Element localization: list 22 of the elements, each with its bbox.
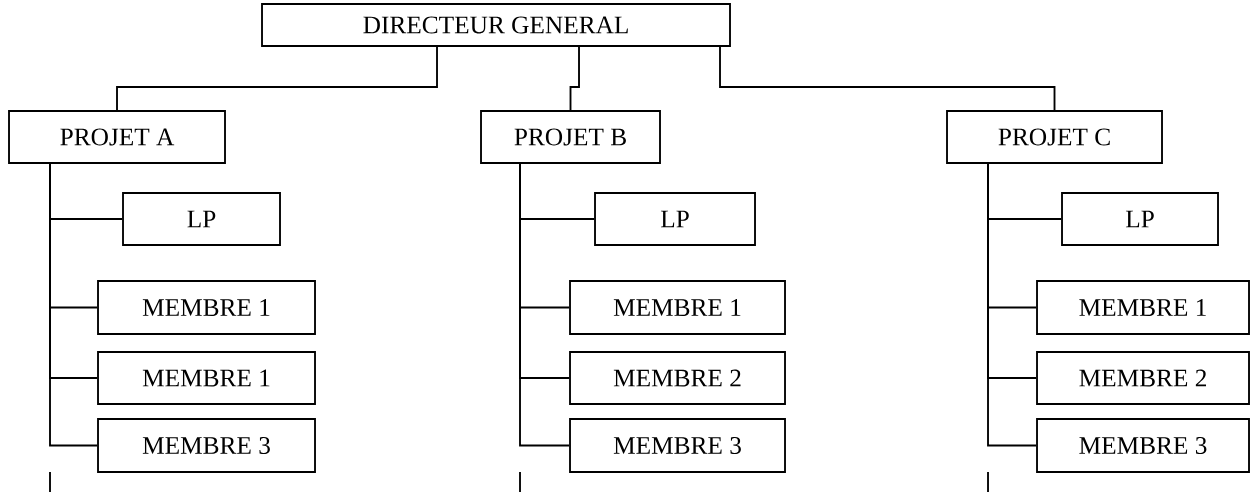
connector-line bbox=[719, 46, 1056, 111]
member-box: MEMBRE 1 bbox=[569, 280, 786, 335]
project-box: PROJET C bbox=[946, 110, 1163, 164]
member-box: MEMBRE 3 bbox=[97, 418, 316, 473]
director-box: DIRECTEUR GENERAL bbox=[261, 3, 731, 47]
connector-line bbox=[519, 163, 570, 447]
member-box: MEMBRE 3 bbox=[1036, 418, 1250, 473]
member-box: LP bbox=[1061, 192, 1219, 246]
connector-line bbox=[49, 163, 98, 447]
member-box: LP bbox=[122, 192, 281, 246]
project-box: PROJET A bbox=[8, 110, 226, 164]
member-box: MEMBRE 1 bbox=[1036, 280, 1250, 335]
project-box: PROJET B bbox=[480, 110, 661, 164]
member-box: MEMBRE 3 bbox=[569, 418, 786, 473]
connector-line bbox=[569, 46, 580, 111]
member-box: MEMBRE 2 bbox=[569, 351, 786, 405]
member-box: MEMBRE 2 bbox=[1036, 351, 1250, 405]
member-box: LP bbox=[594, 192, 756, 246]
member-box: MEMBRE 1 bbox=[97, 280, 316, 335]
connector-line bbox=[987, 163, 1037, 447]
connector-line bbox=[116, 46, 438, 111]
member-box: MEMBRE 1 bbox=[97, 351, 316, 405]
